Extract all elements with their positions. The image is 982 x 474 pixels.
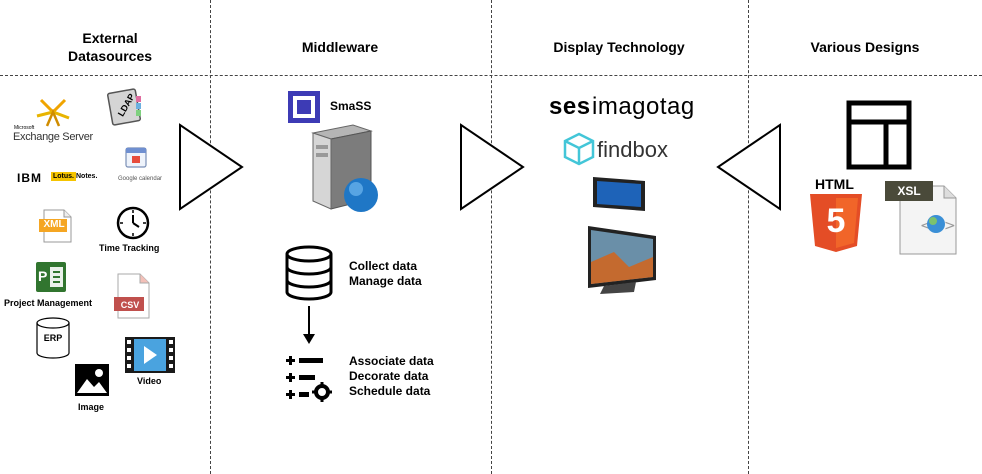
- tablet-icon: [590, 175, 648, 213]
- image-icon: [74, 363, 110, 397]
- exchange-label: Exchange Server: [13, 131, 93, 143]
- server-icon: [303, 123, 385, 219]
- arrow-left-icon: [714, 123, 782, 211]
- arrow-down-icon: [300, 306, 318, 346]
- erp-label: ERP: [43, 333, 63, 343]
- exchange-logo: [33, 96, 73, 130]
- title-display-technology: Display Technology: [553, 39, 685, 55]
- xsl-file-icon: < > XSL: [884, 180, 960, 256]
- google-calendar-icon: [124, 145, 148, 169]
- title-external-datasources: External Datasources: [67, 30, 153, 64]
- smass-brand-label: SmaSS: [330, 99, 372, 113]
- findbox-logo: findbox: [597, 137, 668, 162]
- exchange-small-label: Microsoft: [14, 125, 35, 131]
- svg-text:>: >: [944, 218, 956, 234]
- html5-icon: 5: [808, 193, 864, 253]
- clock-icon: [116, 206, 150, 240]
- video-icon: [124, 336, 176, 374]
- project-management-label: Project Management: [4, 298, 93, 308]
- database-icon-middleware: [284, 245, 334, 301]
- project-icon: P: [35, 261, 67, 293]
- task-settings-icon: [285, 352, 333, 402]
- schedule-data-label: Schedule data: [349, 384, 431, 398]
- svg-text:<: <: [920, 218, 932, 234]
- lotus-label: Lotus.: [51, 172, 76, 181]
- image-label: Image: [78, 402, 105, 412]
- divider-3: [748, 0, 749, 474]
- tv-icon: [584, 222, 660, 298]
- csv-file-icon: CSV: [113, 273, 151, 319]
- time-tracking-label: Time Tracking: [99, 243, 160, 253]
- associate-data-label: Associate data: [349, 354, 434, 368]
- findbox-cube-icon: [562, 132, 596, 166]
- title-various-designs: Various Designs: [810, 39, 920, 55]
- xml-label: XML: [43, 219, 65, 230]
- title-middleware: Middleware: [301, 39, 379, 55]
- smass-logo-icon: [287, 90, 321, 124]
- xsl-label: XSL: [897, 184, 921, 198]
- csv-label: CSV: [120, 300, 140, 310]
- decorate-data-label: Decorate data: [349, 369, 429, 383]
- project-letter: P: [38, 268, 48, 284]
- divider-1: [210, 0, 211, 474]
- ses-logo: ses: [549, 93, 591, 120]
- layout-icon: [846, 100, 912, 170]
- imagotag-logo: imagotag: [592, 93, 695, 120]
- notes-label: Notes.: [76, 173, 98, 180]
- ibm-logo: IBM: [17, 171, 42, 185]
- ldap-book-icon: LDAP: [107, 88, 147, 128]
- xml-file-icon: XML: [38, 209, 74, 243]
- database-icon: ERP: [35, 317, 71, 359]
- arrow-right-icon-2: [459, 123, 527, 211]
- google-calendar-label: Google calendar: [118, 176, 163, 182]
- collect-data-label: Collect data: [349, 259, 418, 273]
- divider-2: [491, 0, 492, 474]
- video-label: Video: [137, 376, 162, 386]
- html5-label: HTML: [815, 176, 854, 192]
- header-divider: [0, 75, 982, 76]
- manage-data-label: Manage data: [349, 274, 422, 288]
- html5-number: 5: [826, 202, 846, 240]
- arrow-right-icon: [178, 123, 246, 211]
